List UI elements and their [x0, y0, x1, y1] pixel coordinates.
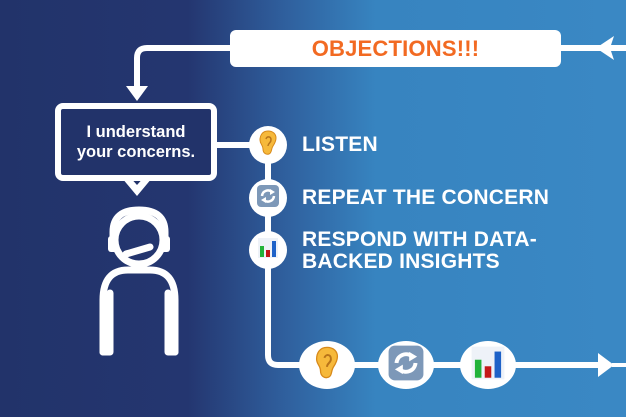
- flow-respond-circle: [460, 341, 516, 389]
- step-respond-line-2: BACKED INSIGHTS: [302, 250, 500, 273]
- bar-chart-icon: [257, 237, 279, 264]
- step-repeat-label: REPEAT THE CONCERN: [302, 186, 550, 209]
- repeat-arrows-icon: [256, 184, 280, 213]
- repeat-arrows-icon: [387, 344, 425, 387]
- arrow-right-icon: [598, 353, 614, 377]
- objections-label: OBJECTIONS!!!: [311, 35, 480, 61]
- bar-chart-icon: [470, 345, 506, 386]
- agent-headset-icon: [99, 206, 179, 356]
- step-respond-line-1: RESPOND WITH DATA-: [302, 228, 537, 251]
- speech-bubble: I understand your concerns.: [55, 103, 217, 181]
- step-repeat-circle: [249, 179, 287, 217]
- step-listen-circle: [249, 126, 287, 164]
- step-respond-label: RESPOND WITH DATA- BACKED INSIGHTS: [302, 229, 537, 273]
- flow-listen-circle: [299, 341, 355, 389]
- flow-repeat-circle: [378, 341, 434, 389]
- step-respond-circle: [249, 231, 287, 269]
- objection-to-bubble-line: [134, 45, 230, 88]
- objections-box: OBJECTIONS!!!: [230, 30, 561, 67]
- bubble-tail: [122, 178, 152, 196]
- steps-flow-line: [265, 145, 600, 368]
- ear-icon: [258, 130, 278, 160]
- ear-icon: [314, 344, 340, 387]
- step-listen-label: LISTEN: [302, 133, 378, 156]
- bubble-line-1: I understand: [86, 123, 186, 141]
- arrow-left-icon: [596, 36, 614, 60]
- arrow-down-icon: [126, 86, 148, 101]
- bubble-line-2: your concerns.: [76, 143, 196, 161]
